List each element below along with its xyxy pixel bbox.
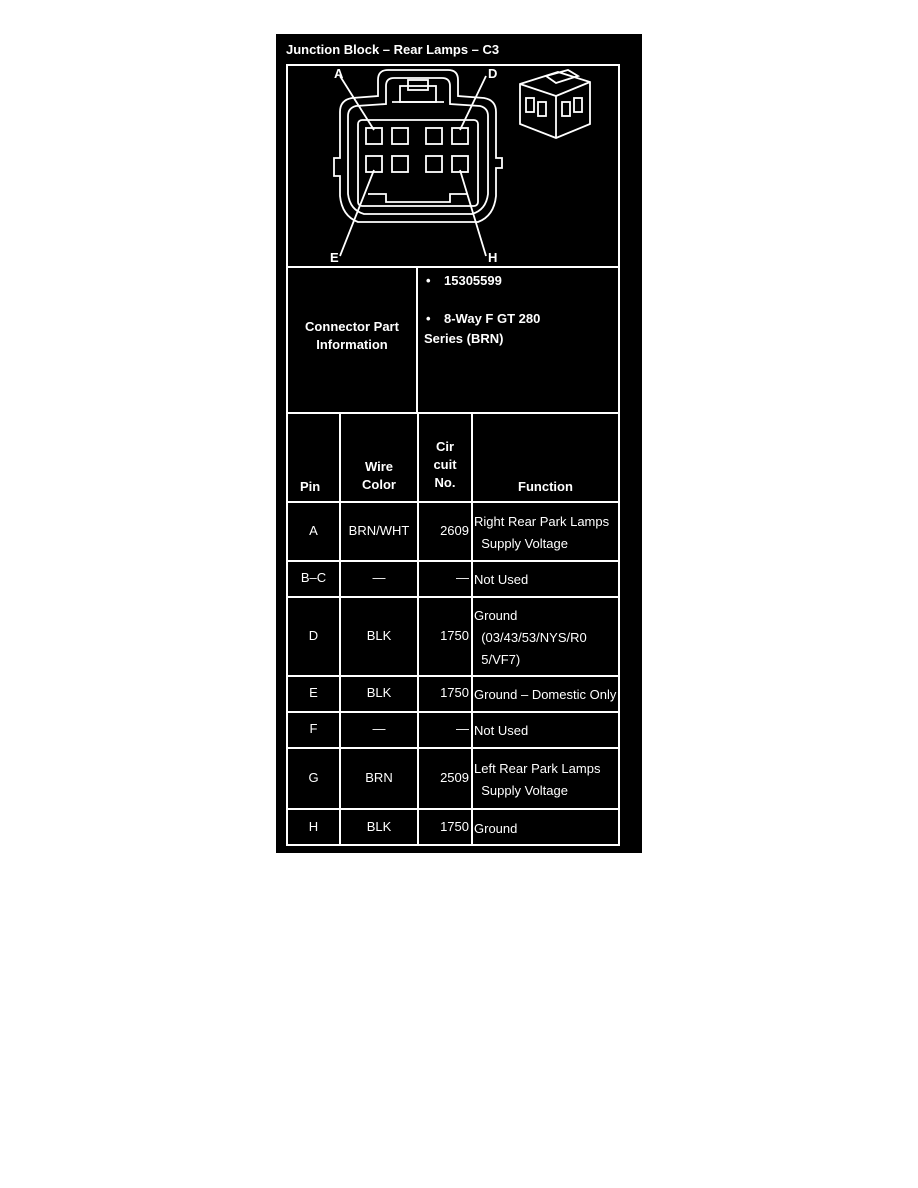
connector-info-label: Connector Part Information (288, 318, 416, 354)
bullet-1: • (426, 273, 431, 288)
connector-table: Connector Part Information • 15305599 • … (286, 64, 620, 846)
pin-cell: F (309, 721, 318, 736)
divider (288, 808, 618, 810)
function-line: (03/43/53/NYS/R0 (474, 629, 587, 645)
divider (288, 711, 618, 713)
divider (339, 412, 341, 846)
header-wire-color: Wire Color (341, 458, 417, 494)
divider (288, 747, 618, 749)
circuit-cell: 1750 (440, 627, 469, 643)
function-cell: Ground (03/43/53/NYS/R0 5/VF7) (474, 605, 619, 671)
wire-color-cell: — (372, 721, 386, 736)
wire-color-cell: BLK (366, 819, 392, 834)
header-line: No. (434, 475, 456, 490)
divider (288, 266, 618, 268)
header-line: Cir (435, 439, 455, 454)
page-title: Junction Block – Rear Lamps – C3 (286, 42, 500, 57)
pin-cell: E (309, 685, 318, 700)
function-cell: Left Rear Park Lamps Supply Voltage (474, 758, 619, 802)
circuit-cell: 1750 (440, 819, 469, 834)
pin-label-a: A (334, 66, 344, 81)
pin-cell: A (309, 522, 318, 538)
divider (288, 560, 618, 562)
function-line: Not Used (474, 723, 529, 738)
circuit-cell: — (456, 721, 469, 736)
label-line: Information (316, 337, 388, 352)
function-line: Supply Voltage (474, 535, 568, 551)
circuit-cell: 2609 (440, 522, 469, 538)
header-line: cuit (433, 457, 457, 472)
divider (288, 412, 618, 414)
function-cell: Ground (474, 818, 619, 840)
function-line: Right Rear Park Lamps (474, 513, 610, 529)
circuit-cell: — (456, 570, 469, 585)
wire-color-cell: — (372, 570, 386, 585)
header-function: Function (518, 479, 573, 494)
pin-label-d: D (488, 66, 497, 81)
connector-diagram: A D E H (288, 66, 618, 266)
wire-color-cell: BLK (366, 627, 392, 643)
header-circuit: Cir cuit No. (419, 438, 471, 492)
pin-cell: B–C (300, 570, 327, 585)
circuit-cell: 1750 (440, 685, 469, 700)
function-cell: Not Used (474, 720, 619, 742)
function-line: Ground (474, 607, 518, 623)
connector-face-svg: A D E H (330, 66, 591, 265)
part-number: 15305599 (444, 273, 502, 288)
pin-cell: D (308, 627, 319, 643)
pin-cell: H (308, 819, 319, 834)
header-line: Wire (364, 459, 394, 474)
connector-desc-2: Series (BRN) (424, 331, 504, 346)
function-line: Left Rear Park Lamps (474, 760, 601, 776)
divider (416, 266, 418, 414)
function-line: 5/VF7) (474, 651, 521, 667)
connector-desc-1: 8-Way F GT 280 (444, 311, 541, 326)
divider (417, 412, 419, 846)
function-line: Supply Voltage (474, 782, 568, 798)
divider (288, 501, 618, 503)
header-line: Color (362, 477, 396, 492)
function-line: Not Used (474, 572, 529, 587)
function-cell: Not Used (474, 569, 619, 591)
label-line: Connector Part (305, 319, 399, 334)
function-line: Ground – Domestic Only (474, 687, 617, 702)
divider (288, 596, 618, 598)
function-cell: Right Rear Park Lamps Supply Voltage (474, 511, 619, 555)
function-line: Ground (474, 821, 518, 836)
bullet-2: • (426, 311, 431, 326)
function-cell: Ground – Domestic Only (474, 684, 619, 706)
wire-color-cell: BRN/WHT (348, 522, 410, 538)
pin-label-h: H (488, 250, 497, 265)
header-pin: Pin (300, 479, 321, 494)
divider (288, 675, 618, 677)
pin-cell: G (308, 769, 319, 785)
wire-color-cell: BRN (365, 769, 393, 785)
pin-label-e: E (330, 250, 339, 265)
wire-color-cell: BLK (366, 685, 392, 700)
divider (471, 412, 473, 846)
connector-panel: Junction Block – Rear Lamps – C3 Connect… (276, 34, 642, 853)
circuit-cell: 2509 (440, 769, 469, 785)
